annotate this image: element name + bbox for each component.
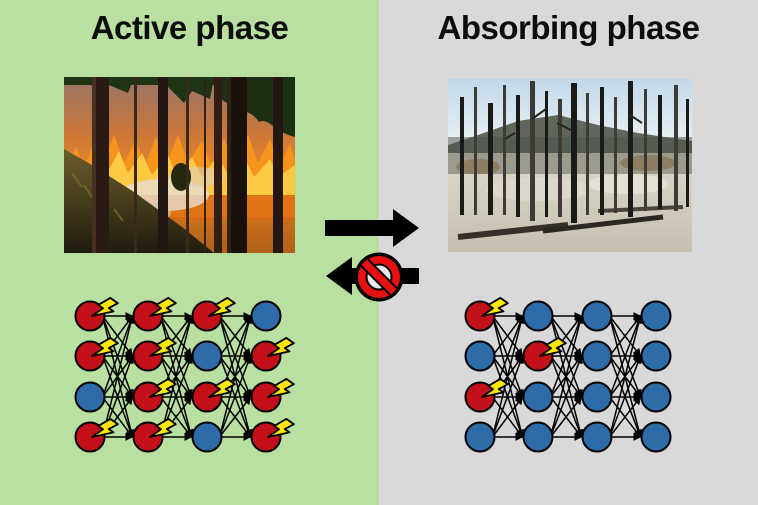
- neuron-node: [640, 340, 672, 372]
- spike-bolt-icon: [149, 417, 177, 438]
- spike-bolt-icon: [149, 296, 177, 317]
- spike-bolt-icon: [267, 417, 295, 438]
- spike-bolt-icon: [149, 377, 177, 398]
- neuron-node: [464, 340, 496, 372]
- neuron-node: [74, 421, 106, 453]
- tree-trunks: [92, 77, 283, 253]
- absorbing-network-diagram: [464, 296, 672, 453]
- neuron-node: [191, 340, 223, 372]
- neuron-node: [581, 381, 613, 413]
- spike-bolt-icon: [267, 336, 295, 357]
- neuron-node: [581, 421, 613, 453]
- spike-bolt-icon: [539, 336, 567, 357]
- neuron-node: [640, 421, 672, 453]
- neuron-node: [132, 340, 164, 372]
- spike-bolt-icon: [208, 296, 236, 317]
- neuron-node: [74, 340, 106, 372]
- spike-bolt-icon: [149, 336, 177, 357]
- spike-bolt-icon: [481, 377, 509, 398]
- active-phase-title: Active phase: [90, 9, 289, 46]
- neuron-node: [191, 300, 223, 332]
- spike-bolt-icon: [208, 377, 236, 398]
- synapse-edges: [491, 312, 643, 441]
- burnt-forest-photo: [448, 79, 692, 252]
- forest-fire-photo: [64, 77, 295, 253]
- neuron-node: [132, 421, 164, 453]
- neuron-node: [191, 421, 223, 453]
- neuron-node: [74, 381, 106, 413]
- neuron-node: [250, 340, 282, 372]
- neuron-node: [522, 421, 554, 453]
- neuron-node: [522, 300, 554, 332]
- neuron-node: [250, 421, 282, 453]
- neuron-node: [464, 421, 496, 453]
- neuron-node: [74, 300, 106, 332]
- neuron-node: [250, 300, 282, 332]
- neuron-node: [250, 381, 282, 413]
- forward-arrow-icon: [325, 209, 419, 247]
- spike-bolt-icon: [91, 417, 119, 438]
- neuron-node: [132, 381, 164, 413]
- neuron-node: [464, 300, 496, 332]
- spike-bolt-icon: [267, 377, 295, 398]
- neuron-node: [640, 300, 672, 332]
- neuron-node: [464, 381, 496, 413]
- synapse-edges: [101, 312, 253, 441]
- no-entry-icon: [354, 252, 404, 302]
- phase-transition-arrows: [325, 209, 419, 302]
- spike-bolt-icon: [481, 296, 509, 317]
- fallen-log: [457, 222, 569, 240]
- neuron-node: [581, 300, 613, 332]
- neuron-node: [581, 340, 613, 372]
- neuron-node: [132, 300, 164, 332]
- neuron-node: [522, 340, 554, 372]
- spike-bolt-icon: [91, 296, 119, 317]
- neuron-node: [191, 381, 223, 413]
- charred-trunks: [460, 81, 689, 223]
- absorbing-phase-title: Absorbing phase: [437, 9, 700, 46]
- neuron-node: [640, 381, 672, 413]
- neuron-node: [522, 381, 554, 413]
- spike-bolt-icon: [91, 336, 119, 357]
- active-network-diagram: [74, 296, 295, 453]
